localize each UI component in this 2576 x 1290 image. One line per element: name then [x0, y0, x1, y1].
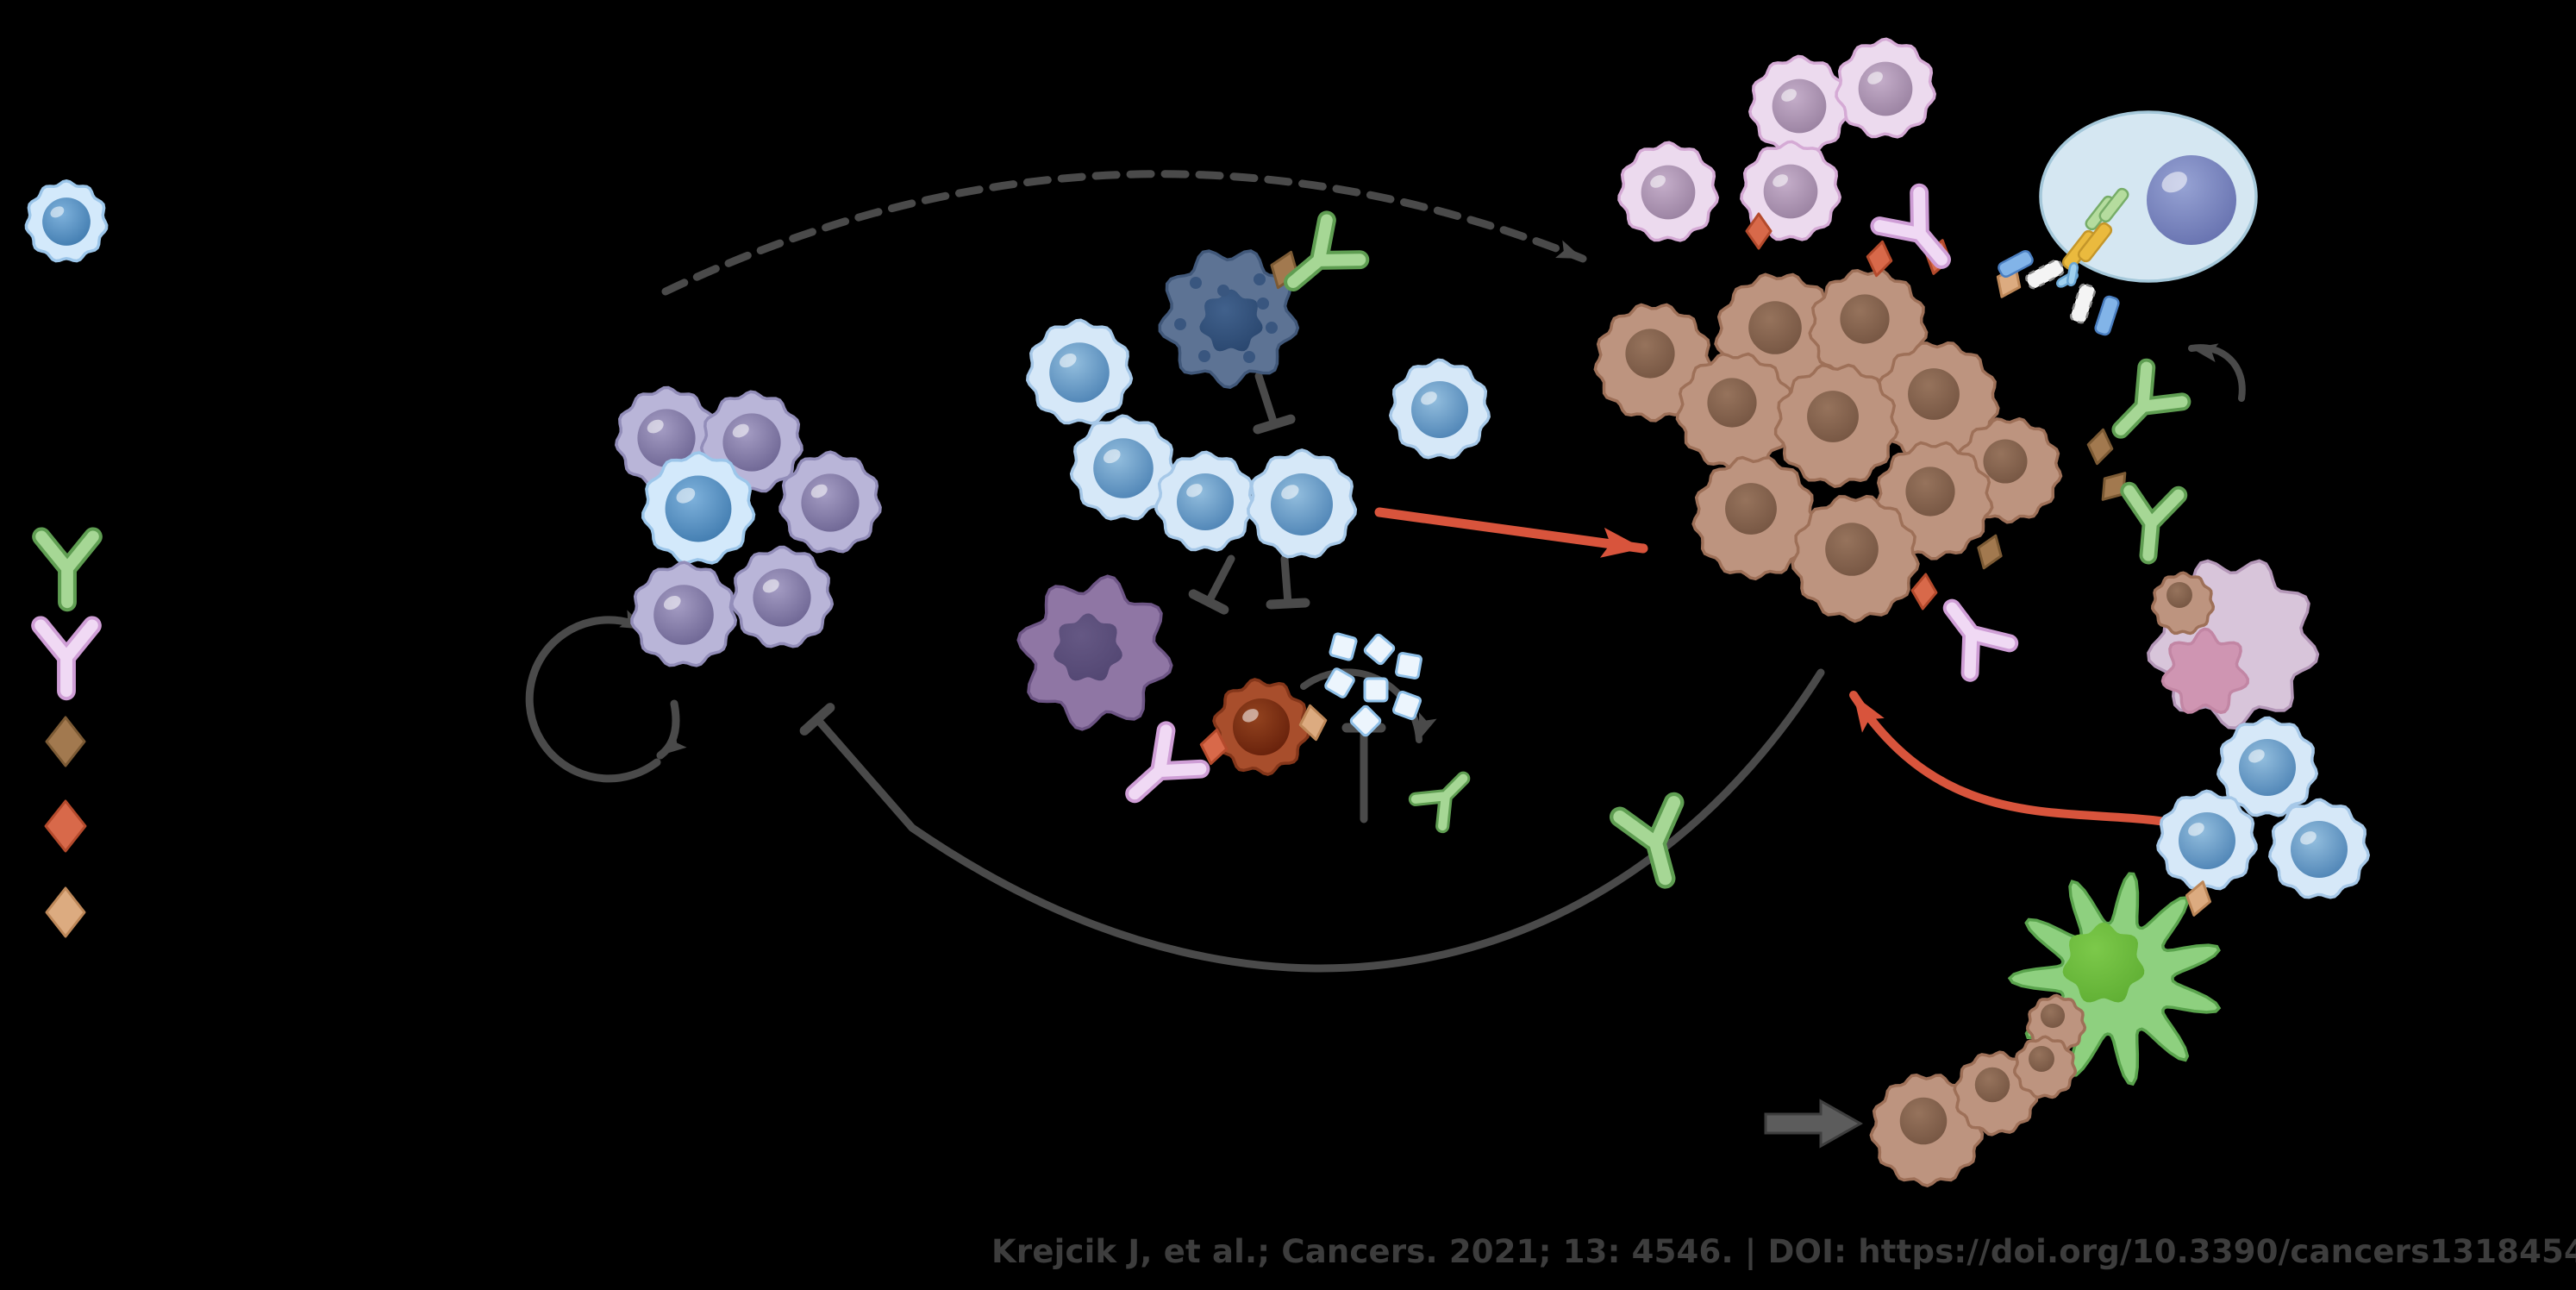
green-antibody-small [1408, 771, 1471, 834]
inhibit-cluster-curve [799, 668, 1825, 973]
antigen-layer [44, 212, 2212, 938]
suppression-dashed-arc [661, 170, 1587, 296]
trio-blue-cell-1 [2216, 716, 2319, 817]
maturation-arrow [1764, 1099, 1864, 1149]
inhibit-vesicles [1341, 723, 1386, 823]
connector-layer [525, 170, 2246, 973]
phagosome-blob [2160, 627, 2249, 715]
pink-immune-cell-4 [1740, 140, 1842, 241]
construct-part-4 [2077, 222, 2113, 263]
construct-part-6 [2066, 261, 2079, 287]
secreted-vesicle-6 [1391, 690, 1422, 721]
antigen-tan-3 [2185, 880, 2212, 917]
green-antibody-right-2 [2120, 481, 2188, 565]
antigen-salmon-3 [1866, 240, 1893, 278]
antigen-tan-1 [1298, 704, 1328, 742]
construct-part-10 [2094, 295, 2120, 336]
antibody-layer [31, 183, 2191, 889]
construct-part-7 [2025, 259, 2065, 290]
vesicle-layer [1324, 632, 1422, 737]
differentiation-arrow [656, 699, 687, 760]
green-antibody-right-1 [2111, 358, 2191, 439]
dendritic-cell [2007, 872, 2222, 1086]
tumor-cell-7 [1773, 363, 1899, 489]
recycle-arrow [2188, 343, 2246, 402]
green-antibody-mid [1609, 792, 1685, 889]
legend-red-diamond-icon [44, 799, 87, 853]
bispecific-construct [1998, 187, 2129, 336]
construct-part-9 [1998, 249, 2034, 279]
secreted-vesicle-2 [1363, 633, 1396, 666]
antigen-brown-1 [2086, 428, 2114, 466]
cell-layer [24, 37, 2371, 1187]
antigen-salmon-1 [1199, 728, 1229, 766]
construct-part-2 [2098, 187, 2129, 223]
trio-blue-cell-3 [2267, 798, 2371, 899]
progenitor-cell-3 [778, 450, 882, 554]
secreted-vesicle-7 [1349, 704, 1382, 737]
trio-blue-cell-2 [2156, 789, 2258, 891]
progenitor-cell-4 [729, 545, 835, 648]
pink-immune-cell-3 [1617, 141, 1720, 242]
antigen-brown-3 [1977, 534, 2003, 570]
secreted-vesicle-3 [1395, 652, 1422, 679]
construct-part-8 [2069, 283, 2097, 324]
pink-antibody-bottom [1942, 598, 2019, 682]
effector-blue-cell-2 [1069, 414, 1177, 521]
maturing-cell-3 [2013, 1035, 2078, 1099]
inhibit-down-2 [1266, 554, 1310, 610]
antigen-salmon-5 [1910, 573, 1938, 611]
engulfed-tumor-cell [2151, 571, 2216, 636]
legend-pink-antibody-icon [31, 616, 102, 701]
secreted-vesicle-1 [1329, 632, 1358, 661]
pink-immune-cell-2 [1835, 37, 1937, 139]
secreted-vesicle-5 [1363, 677, 1389, 703]
legend-cell-icon [24, 178, 109, 263]
legend-green-antibody-icon [32, 527, 103, 612]
pink-immune-cell-1 [1748, 54, 1850, 156]
effector-blue-cell-3 [1154, 450, 1257, 552]
macrophage-cell [1016, 574, 1173, 731]
legend-brown-diamond-icon [45, 716, 86, 767]
progenitor-cell-5 [630, 560, 738, 667]
legend-tan-diamond-icon [45, 886, 86, 938]
inhibit-from-nk [1253, 372, 1296, 435]
pink-antibody-top [1870, 183, 1951, 269]
stimulate-tumor-arrow [1374, 507, 1648, 558]
effector-blue-cell-5 [1388, 358, 1491, 460]
secreted-vesicle-4 [1324, 667, 1355, 698]
pink-antibody-on-osteoclast [1125, 721, 1210, 804]
inhibit-down-1 [1188, 554, 1235, 615]
green-antibody-on-nk [1284, 210, 1370, 291]
self-renewal-loop [525, 610, 661, 783]
effector-blue-cell-4 [1247, 448, 1358, 559]
citation-text: Krejcik J, et al.; Cancers. 2021; 13: 45… [991, 1233, 2576, 1270]
filled-arrow-layer [1764, 1099, 1864, 1149]
tumor-cell-6 [1675, 352, 1796, 472]
maturing-cell-2 [1953, 1050, 2039, 1137]
effector-blue-cell-1 [1026, 318, 1134, 425]
tumor-cell-9 [1691, 455, 1817, 581]
osteoclast-cell [1212, 678, 1310, 776]
tumor-cell-10 [1791, 494, 1920, 623]
antigen-salmon-2 [1745, 212, 1773, 250]
support-tumor-arrow [1849, 691, 2206, 834]
